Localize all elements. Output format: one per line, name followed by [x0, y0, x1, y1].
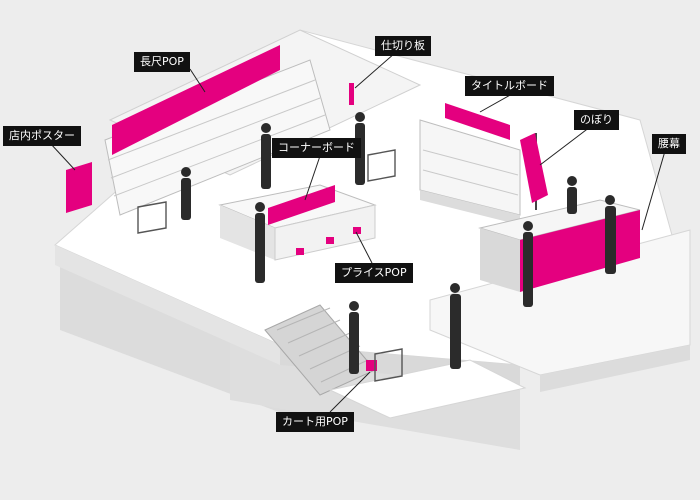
price-pop-1 — [296, 248, 304, 255]
label-title-board: タイトルボード — [465, 76, 554, 96]
label-nobori: のぼり — [574, 110, 619, 130]
corner-board — [268, 185, 335, 225]
shopper-figures — [181, 112, 616, 374]
label-cart-pop: カート用POP — [276, 412, 354, 432]
title-board — [445, 103, 510, 140]
label-price-pop: プライスPOP — [335, 263, 413, 283]
label-shikiri-ita: 仕切り板 — [375, 36, 431, 56]
escalator — [264, 304, 376, 396]
leader-lines — [49, 52, 666, 413]
label-corner-board: コーナーボード — [272, 138, 361, 158]
shelf-run-right — [419, 119, 521, 225]
cart-pop — [366, 360, 377, 371]
shopping-carts — [137, 149, 403, 382]
right-platform-front — [540, 345, 690, 392]
label-koshimaku: 腰幕 — [652, 134, 686, 154]
label-tennai-poster: 店内ポスター — [3, 126, 81, 146]
wall-poster — [66, 162, 92, 213]
shikiri-ita-divider — [349, 83, 354, 105]
nobori-flag — [520, 133, 548, 203]
price-pop-2 — [326, 237, 334, 244]
price-pop-3 — [353, 227, 361, 234]
main-floor-side — [55, 245, 280, 365]
label-nagajaku-pop: 長尺POP — [134, 52, 190, 72]
bottom-platform — [328, 359, 527, 419]
nagajaku-pop-banner — [112, 45, 280, 155]
